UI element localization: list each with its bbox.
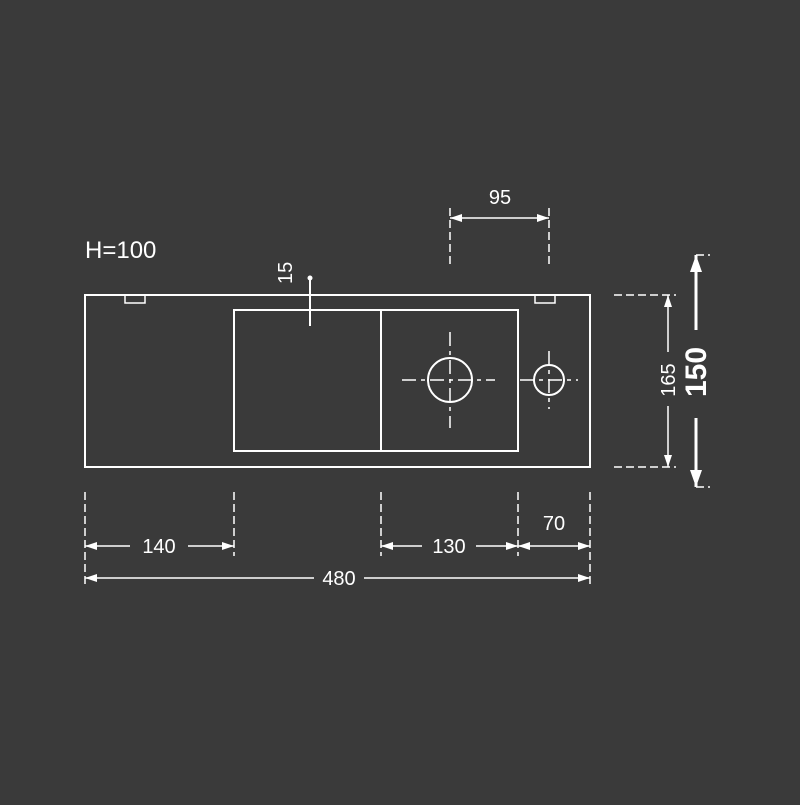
dim-165-arrow-top [664,295,672,307]
dim-150-arrow-bottom [690,470,702,487]
dim-70-arrow-right [578,542,590,550]
dim-130-label: 130 [432,536,465,558]
dim-130-arrow-left [381,542,393,550]
dim-130-arrow-right [506,542,518,550]
dim-140-label: 140 [142,536,175,558]
dim-140-arrow-right [222,542,234,550]
dim-70-arrow-left [518,542,530,550]
dim-165-arrow-bottom [664,455,672,467]
dim-140-arrow-left [85,542,97,550]
dim-480-arrow-right [578,574,590,582]
height-note: H=100 [85,237,156,264]
dim-150-arrow-top [690,255,702,272]
bowl-area [380,309,519,452]
left-mount-bracket [124,295,146,304]
dim-165-label: 165 [658,363,680,396]
drain-offset-label: 15 [275,262,297,284]
dim-480-label: 480 [322,568,355,590]
dim-95-arrow-left [450,214,462,222]
dim-95-arrow-right [537,214,549,222]
dim-70-label: 70 [543,513,565,535]
right-mount-bracket [534,295,556,304]
deck-area [233,309,382,452]
basin-outline [84,294,591,468]
dim-95-label: 95 [489,187,511,209]
dim-150-label: 150 [680,347,713,397]
drain-offset-dot [307,275,313,281]
dim-480-arrow-left [85,574,97,582]
